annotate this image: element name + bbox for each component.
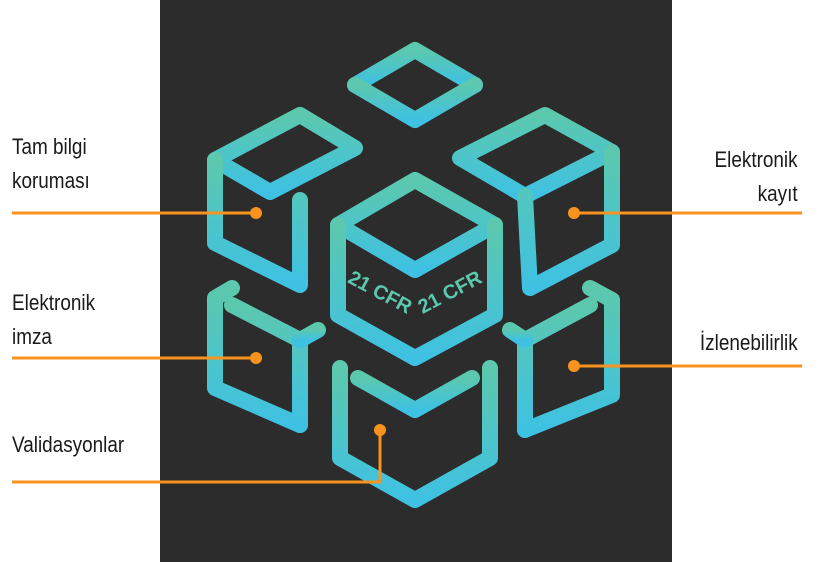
label-electronic-signature: Elektronik imza xyxy=(12,290,96,349)
callout-dot-electronic-record xyxy=(568,207,580,219)
callout-lines xyxy=(12,211,802,484)
top-cube-icon xyxy=(347,42,483,158)
callout-dot-electronic-signature xyxy=(250,352,262,364)
callout-dot-validations xyxy=(374,424,386,436)
upper-right-cube-icon xyxy=(452,107,620,296)
callout-line-validations xyxy=(12,430,382,484)
callout-dots xyxy=(250,207,580,436)
label-electronic-record: Elektronik kayıt xyxy=(714,147,798,206)
label-full-data-protection: Tam bilgi koruması xyxy=(12,134,90,193)
cube-left-face-text: 21 CFR xyxy=(344,267,416,319)
callout-dot-full-data-protection xyxy=(250,207,262,219)
bottom-cube-icon xyxy=(332,360,498,508)
label-validations: Validasyonlar xyxy=(12,432,125,457)
lower-left-cube-icon xyxy=(207,280,326,433)
label-traceability: İzlenebilirlik xyxy=(700,330,798,355)
center-cfr-cube-icon xyxy=(330,172,503,366)
lower-right-cube-icon xyxy=(502,280,620,438)
upper-left-cube-icon xyxy=(207,107,363,293)
cube-right-face-text: 21 CFR xyxy=(415,267,487,319)
callout-dot-traceability xyxy=(568,360,580,372)
